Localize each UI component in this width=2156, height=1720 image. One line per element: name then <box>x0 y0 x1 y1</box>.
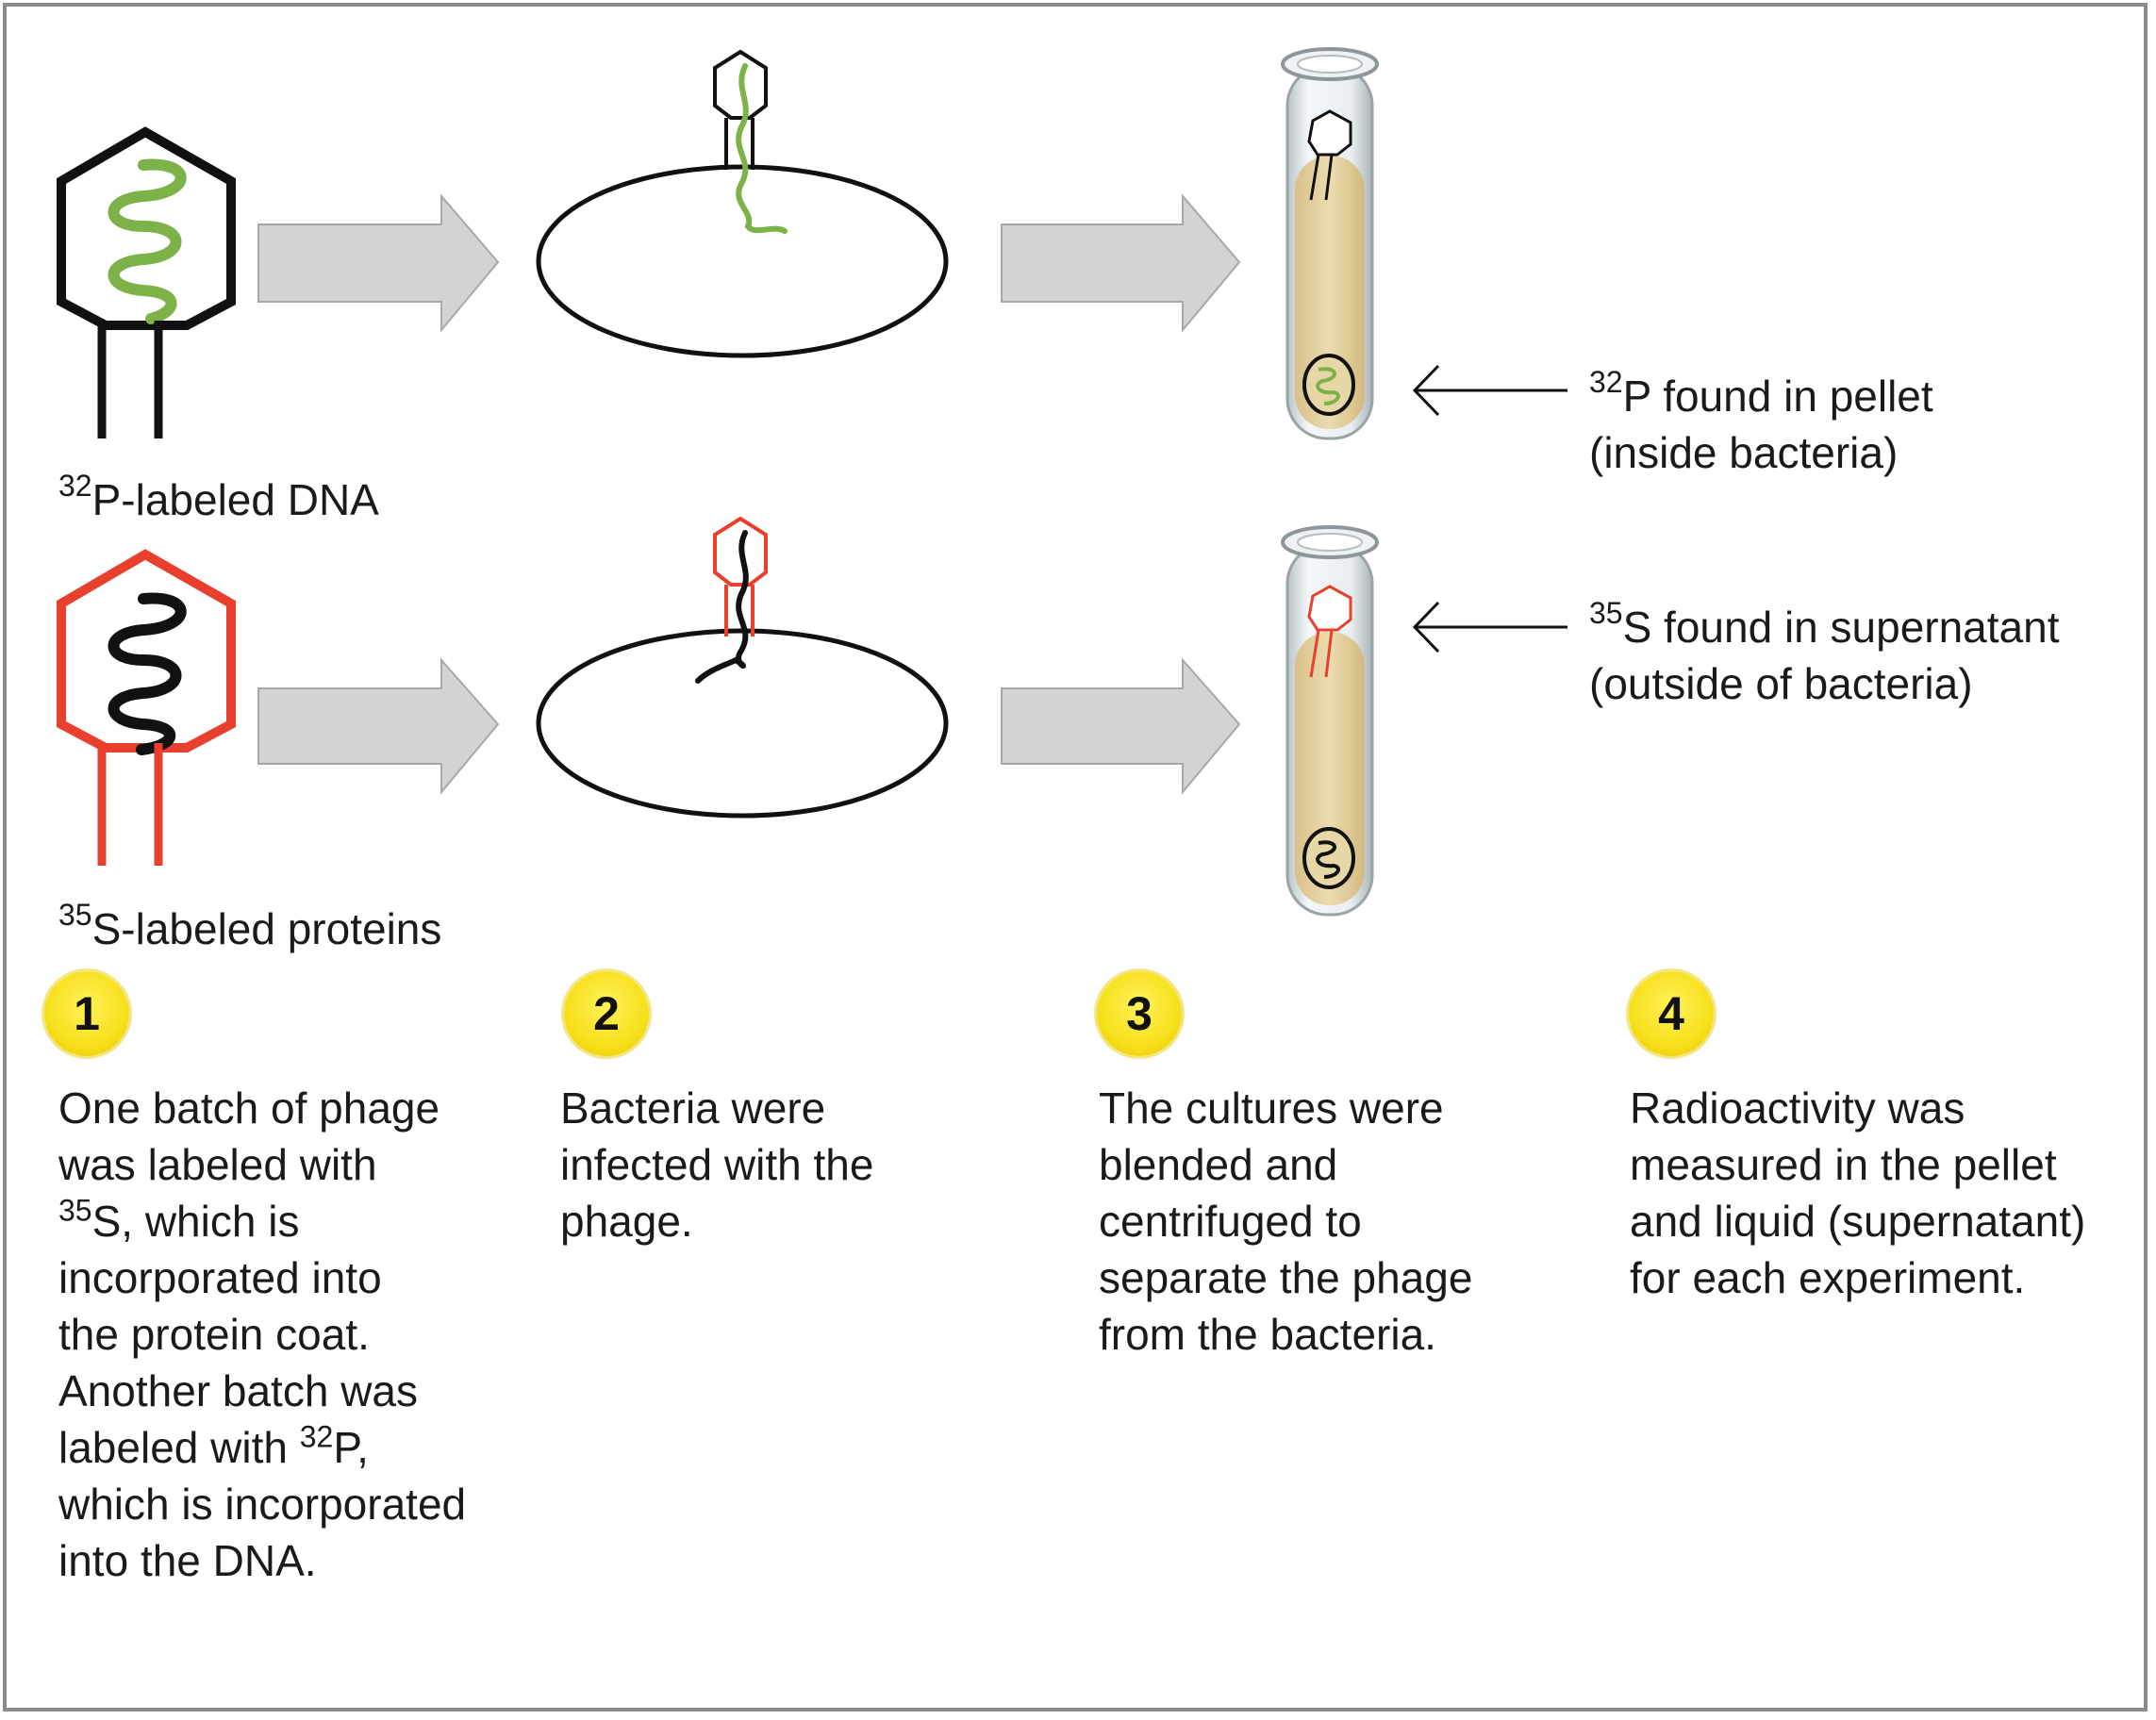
step-2-badge: 2 <box>564 971 649 1056</box>
test-tube-dna-pellet-icon <box>1281 47 1379 440</box>
step-1-text: One batch of phage was labeled with 35S,… <box>58 1083 467 1585</box>
arrow-step2-to-step3-bottom <box>1001 657 1241 795</box>
step-2-text: Bacteria were infected with the phage. <box>560 1083 874 1246</box>
result-arrow-supernatant <box>1412 601 1567 653</box>
result-supernatant-label: 35S found in supernatant (outside of bac… <box>1589 595 2060 708</box>
label-protein: 35S-labeled proteins <box>58 897 442 953</box>
result-pellet-label: 32P found in pellet (inside bacteria) <box>1589 364 1933 477</box>
test-tube-protein-supernatant-icon <box>1281 525 1379 917</box>
step-4-badge: 4 <box>1629 971 1714 1056</box>
arrow-step1-to-step2-bottom <box>257 657 500 795</box>
step-3-text: The cultures were blended and centrifuge… <box>1099 1083 1473 1359</box>
result-arrow-pellet <box>1412 364 1567 417</box>
arrow-step2-to-step3-top <box>1001 193 1241 333</box>
bacterium-infected-protein-icon <box>536 516 949 819</box>
phage-protein-labeled-icon <box>57 549 236 866</box>
label-dna: 32P-labeled DNA <box>58 468 379 524</box>
phage-dna-labeled-icon <box>57 126 236 438</box>
step-4-text: Radioactivity was measured in the pellet… <box>1630 1083 2086 1302</box>
figure-frame <box>3 3 2148 1712</box>
step-1-badge: 1 <box>44 971 129 1056</box>
step-3-badge: 3 <box>1097 971 1182 1056</box>
arrow-step1-to-step2-top <box>257 193 500 333</box>
bacterium-infected-dna-icon <box>536 49 949 358</box>
